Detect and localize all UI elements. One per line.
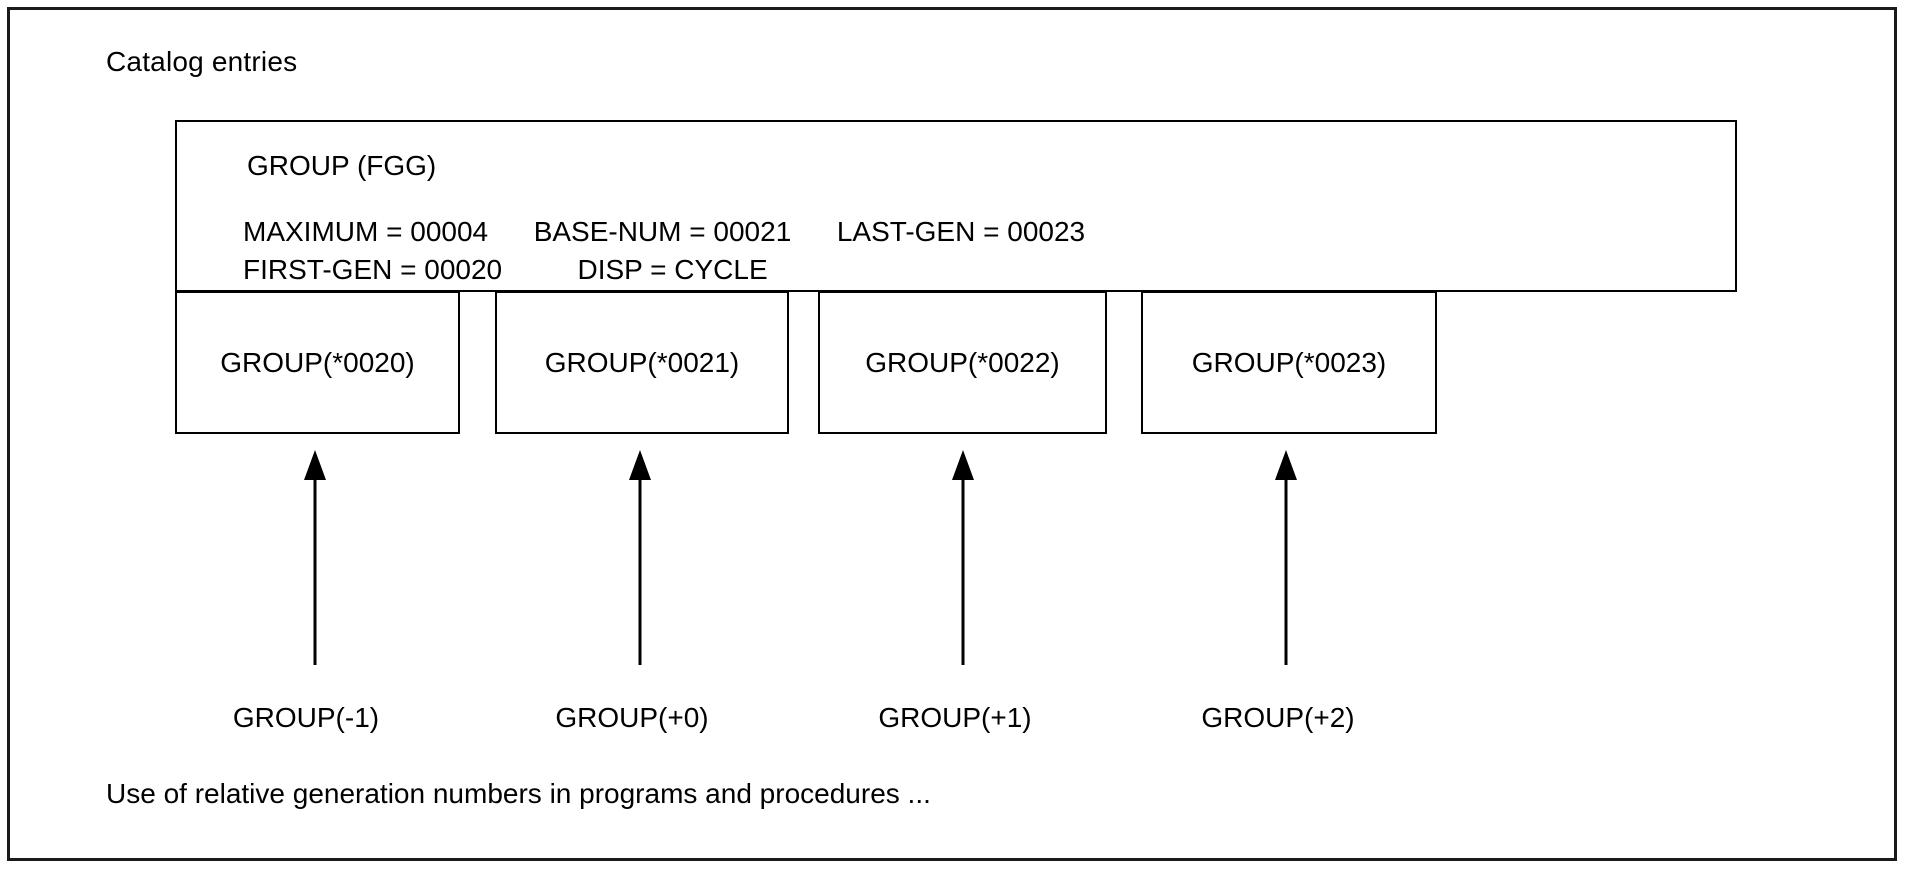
catalog-attribute-line-2: FIRST-GEN = 00020 DISP = CYCLE [243, 254, 768, 286]
attribute-value-first-gen: 00020 [424, 254, 503, 285]
attribute-equals-last-gen: = [983, 216, 1000, 247]
attribute-equals-base-num: = [689, 216, 706, 247]
generation-box-label: GROUP(*0020) [220, 346, 415, 378]
attribute-equals-first-gen: = [400, 254, 417, 285]
catalog-entry-box: GROUP (FGG) MAXIMUM = 00004 BASE-NUM = 0… [175, 120, 1737, 292]
page-title: Catalog entries [106, 46, 298, 77]
generation-box: GROUP(*0021) [495, 291, 789, 434]
generation-box: GROUP(*0022) [818, 291, 1107, 434]
attribute-equals-maximum: = [386, 216, 403, 247]
relative-generation-label: GROUP(+2) [1201, 702, 1355, 733]
catalog-attribute-line-1: MAXIMUM = 00004 BASE-NUM = 00021 LAST-GE… [243, 216, 1085, 248]
generation-box-label: GROUP(*0021) [544, 346, 740, 378]
attribute-key-disp: DISP [577, 254, 643, 285]
figure-caption: Use of relative generation numbers in pr… [106, 778, 931, 809]
arrow-up-icon [304, 450, 326, 665]
generation-box: GROUP(*0023) [1141, 291, 1437, 434]
relative-generation-label: GROUP(+0) [555, 702, 709, 733]
attribute-value-last-gen: 00023 [1007, 216, 1086, 247]
arrow-up-icon [952, 450, 974, 665]
attribute-key-last-gen: LAST-GEN [836, 216, 976, 247]
generation-box-row: GROUP(*0020) GROUP(*0021) GROUP(*0022) G… [175, 291, 1737, 434]
catalog-group-name: GROUP (FGG) [247, 150, 437, 181]
attribute-value-disp: CYCLE [674, 254, 768, 285]
generation-box: GROUP(*0020) [175, 291, 460, 434]
arrow-up-icon [1275, 450, 1297, 665]
relative-generation-label: GROUP(+1) [878, 702, 1032, 733]
relative-generation-label: GROUP(-1) [232, 702, 380, 733]
attribute-key-first-gen: FIRST-GEN [243, 254, 393, 285]
generation-box-label: GROUP(*0022) [865, 346, 1060, 378]
attribute-value-maximum: 00004 [410, 216, 489, 247]
generation-box-label: GROUP(*0023) [1191, 346, 1387, 378]
attribute-value-base-num: 00021 [713, 216, 792, 247]
figure-frame: Catalog entries GROUP (FGG) MAXIMUM = 00… [7, 7, 1897, 861]
attribute-equals-disp: = [650, 254, 667, 285]
arrow-up-icon [629, 450, 651, 665]
attribute-key-maximum: MAXIMUM [243, 216, 379, 247]
attribute-key-base-num: BASE-NUM [533, 216, 682, 247]
